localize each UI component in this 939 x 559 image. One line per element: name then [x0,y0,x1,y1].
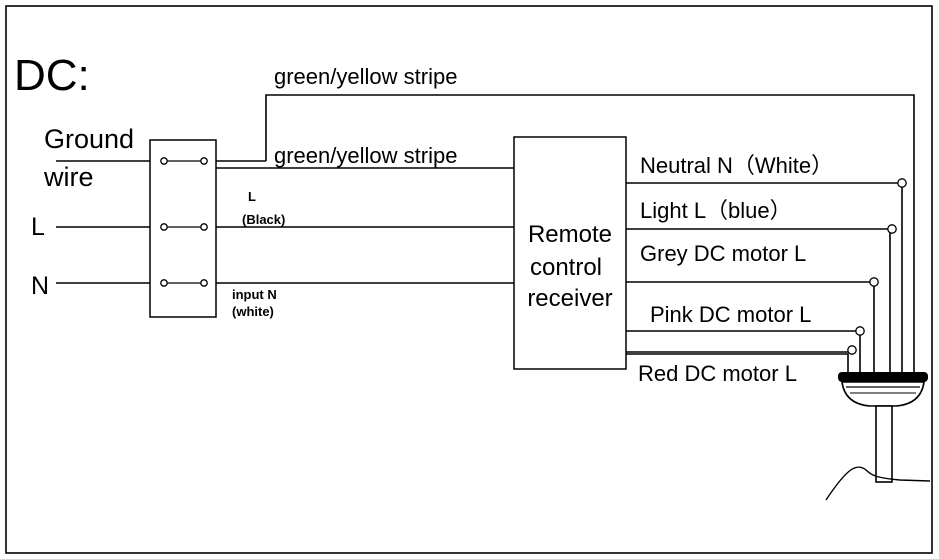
l-black-label: L [248,189,256,204]
terminal-n-out [200,279,208,287]
red-output-wire-return [626,353,849,372]
grey-output-wire [626,281,875,372]
remote-control-receiver [513,136,627,370]
grey-output-label: Grey DC motor L [640,241,806,266]
light-output-label: Light L（blue） [640,198,792,223]
input-n-wire-label-line2: (white) [232,304,274,319]
l-black-label-line2: (Black) [242,212,285,227]
fan-motor-icon [825,372,931,501]
terminal-block-connectors [160,157,208,287]
diagram-title: DC: [14,51,90,100]
red-output-label: Red DC motor L [638,361,797,386]
input-n-label: N [31,272,49,300]
terminal-l-in [160,223,168,231]
terminal-l-out [200,223,208,231]
stripe-mid-label: green/yellow stripe [274,143,457,168]
stripe-top-label: green/yellow stripe [274,64,457,89]
receiver-label-line1: Remote [528,221,612,248]
receiver-label-line3: receiver [527,285,612,312]
input-l-label: L [31,213,45,241]
grey-output-terminal [869,277,879,287]
pink-output-terminal [855,326,865,336]
light-output-terminal [887,224,897,234]
neutral-output-terminal [897,178,907,188]
terminal-ground-out [200,157,208,165]
ground-wire-label-line2: wire [43,162,94,192]
diagram-border [5,5,933,554]
receiver-label-line2: control [530,254,602,281]
neutral-output-label: Neutral N（White） [640,153,833,178]
pink-output-label: Pink DC motor L [650,302,811,327]
input-n-wire-label: input N [232,287,277,302]
ground-top-route-wire [265,94,915,372]
red-output-terminal [847,345,857,355]
terminal-n-in [160,279,168,287]
terminal-ground-in [160,157,168,165]
ground-wire-label: Ground [44,124,134,154]
